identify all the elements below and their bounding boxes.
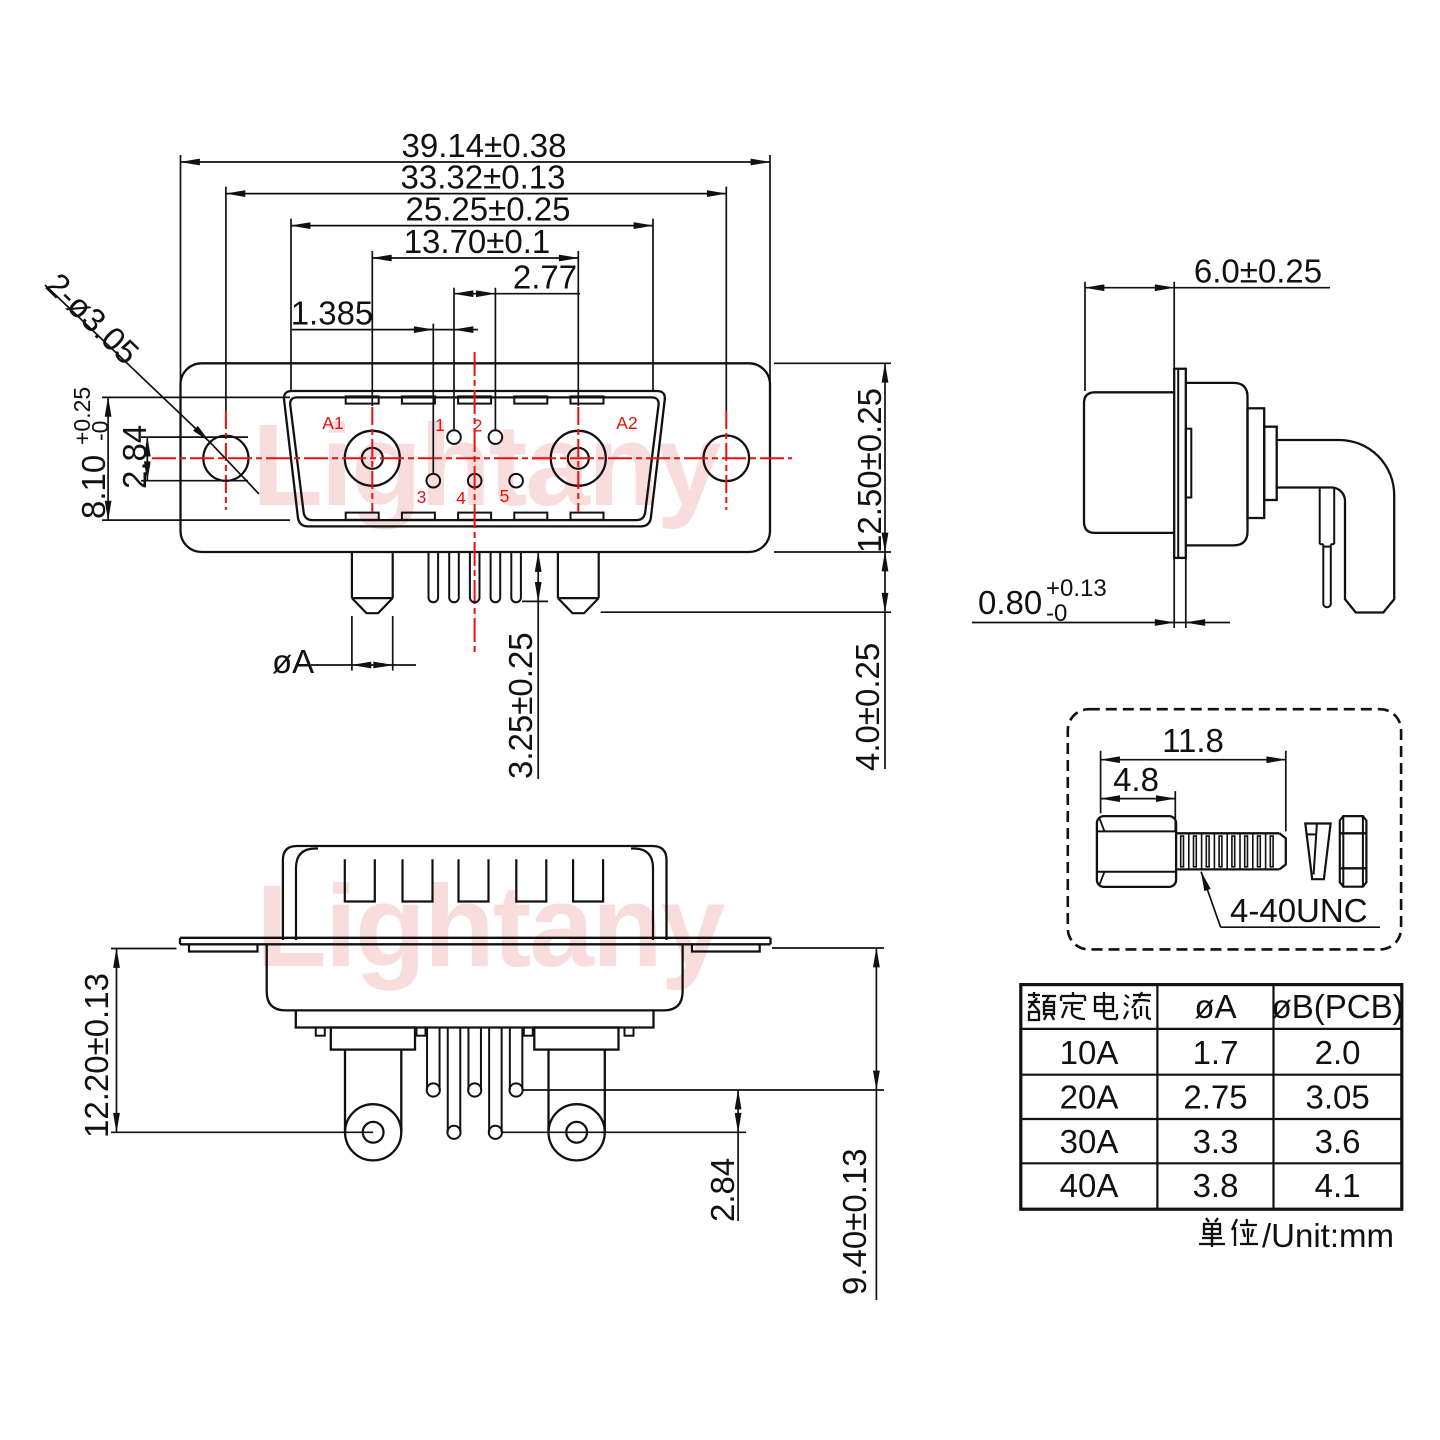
- svg-text:13.70±0.1: 13.70±0.1: [404, 223, 551, 260]
- svg-text:øB(PCB): øB(PCB): [1272, 988, 1404, 1025]
- svg-text:øA: øA: [1194, 988, 1236, 1025]
- svg-text:3.6: 3.6: [1315, 1123, 1361, 1160]
- svg-text:8.10: 8.10: [75, 455, 112, 519]
- svg-text:11.8: 11.8: [1162, 722, 1224, 759]
- svg-text:Lightany: Lightany: [256, 861, 725, 991]
- svg-text:25.25±0.25: 25.25±0.25: [406, 191, 571, 228]
- svg-text:A2: A2: [616, 413, 637, 433]
- svg-text:3.3: 3.3: [1193, 1123, 1239, 1160]
- svg-text:0.80: 0.80: [978, 584, 1042, 621]
- svg-text:2.84: 2.84: [704, 1158, 741, 1222]
- svg-text:3.8: 3.8: [1193, 1167, 1239, 1204]
- svg-text:4.0±0.25: 4.0±0.25: [849, 643, 886, 771]
- svg-text:2.75: 2.75: [1183, 1078, 1247, 1115]
- svg-text:A1: A1: [322, 413, 343, 433]
- svg-text:3.05: 3.05: [1305, 1078, 1369, 1115]
- svg-text:-0: -0: [1046, 600, 1067, 627]
- svg-text:40A: 40A: [1060, 1167, 1119, 1204]
- svg-text:4.8: 4.8: [1113, 761, 1159, 798]
- svg-text:Lightany: Lightany: [252, 400, 721, 530]
- svg-text:3: 3: [417, 487, 427, 507]
- svg-text:10A: 10A: [1060, 1034, 1119, 1071]
- svg-text:2.84: 2.84: [116, 425, 153, 489]
- svg-text:+0.25: +0.25: [69, 387, 95, 445]
- svg-text:/Unit:mm: /Unit:mm: [1262, 1217, 1394, 1254]
- svg-text:-0: -0: [87, 421, 113, 441]
- svg-text:2.0: 2.0: [1315, 1034, 1361, 1071]
- svg-text:1.385: 1.385: [291, 295, 374, 332]
- svg-text:12.20±0.13: 12.20±0.13: [78, 973, 115, 1138]
- svg-text:+0.13: +0.13: [1046, 575, 1107, 602]
- svg-text:4-40UNC: 4-40UNC: [1230, 892, 1368, 929]
- svg-text:9.40±0.13: 9.40±0.13: [836, 1148, 873, 1295]
- svg-text:12.50±0.25: 12.50±0.25: [851, 388, 888, 553]
- svg-text:33.32±0.13: 33.32±0.13: [401, 159, 566, 196]
- svg-text:øA: øA: [272, 643, 314, 680]
- svg-text:39.14±0.38: 39.14±0.38: [402, 127, 567, 164]
- svg-text:4: 4: [456, 488, 466, 508]
- svg-text:30A: 30A: [1060, 1123, 1119, 1160]
- svg-text:4.1: 4.1: [1315, 1167, 1361, 1204]
- svg-text:2.77: 2.77: [513, 259, 577, 296]
- svg-text:20A: 20A: [1060, 1078, 1119, 1115]
- svg-text:2: 2: [473, 416, 483, 436]
- svg-text:6.0±0.25: 6.0±0.25: [1194, 253, 1322, 290]
- svg-text:3.25±0.25: 3.25±0.25: [502, 632, 539, 779]
- svg-text:1.7: 1.7: [1193, 1034, 1239, 1071]
- svg-text:1: 1: [435, 415, 445, 435]
- svg-text:5: 5: [500, 486, 510, 506]
